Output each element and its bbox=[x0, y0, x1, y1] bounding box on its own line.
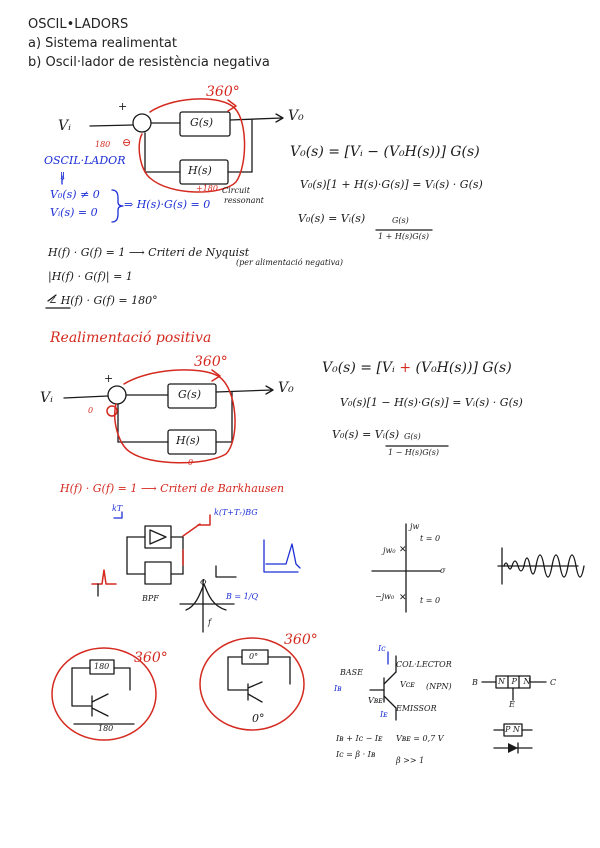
jw0-neg: −jw₀ bbox=[375, 592, 395, 601]
t0-bot: t = 0 bbox=[420, 596, 441, 605]
deg180-bottom: +180 bbox=[196, 184, 218, 193]
svg-text:✕: ✕ bbox=[399, 545, 407, 555]
e-terminal: E bbox=[509, 700, 515, 709]
kt-label: kT bbox=[112, 504, 123, 513]
h-label-1: H(s) bbox=[188, 164, 212, 177]
vi-input-1: Vᵢ bbox=[58, 118, 71, 134]
b-terminal: B bbox=[472, 678, 478, 687]
sigma-label: σ bbox=[440, 566, 446, 575]
item-a: a) Sistema realimentat bbox=[28, 36, 177, 51]
eq1-sec1: V₀(s) = [Vᵢ − (V₀H(s))] G(s) bbox=[290, 144, 480, 160]
eq1-sec2: V₀(s) = [Vᵢ + (V₀H(s))] G(s) bbox=[322, 360, 512, 376]
vo-output-2: V₀ bbox=[278, 380, 294, 396]
vo-output-1: V₀ bbox=[288, 108, 304, 124]
arrow-down: ⇓ bbox=[58, 170, 68, 183]
collector-label: COL·LECTOR bbox=[396, 660, 452, 669]
implies-hg: ⇒ H(s)·G(s) = 0 bbox=[124, 198, 211, 211]
red-loop-2 bbox=[114, 369, 236, 464]
ic-label: Iᴄ bbox=[378, 644, 386, 653]
plus-1: + bbox=[118, 100, 128, 113]
npn-block-text: N P N bbox=[498, 677, 533, 686]
ib-label: Iʙ bbox=[334, 684, 342, 693]
h-label-2: H(s) bbox=[176, 434, 200, 447]
jw-label: jw bbox=[410, 522, 420, 531]
nyquist-mag: |H(f) · G(f)| = 1 bbox=[48, 270, 133, 283]
eq2-sec2: V₀(s)[1 − H(s)·G(s)] = Vᵢ(s) · G(s) bbox=[340, 396, 523, 409]
cond-vi: Vᵢ(s) = 0 bbox=[50, 206, 98, 219]
phi-label: Φ bbox=[200, 578, 207, 587]
circ-b-box: 0° bbox=[249, 652, 259, 661]
g-label-2: G(s) bbox=[178, 388, 202, 401]
emissor-label: EMISSOR bbox=[396, 704, 437, 713]
svg-text:✕: ✕ bbox=[399, 593, 407, 603]
summer-2 bbox=[107, 385, 127, 405]
pn-block-text: P N bbox=[505, 725, 520, 734]
plus-2: + bbox=[104, 372, 114, 385]
vbe-label: Vʙᴇ bbox=[368, 696, 383, 705]
beta-eq: Iᴄ = β · Iʙ bbox=[336, 750, 376, 759]
nyquist-note: (per alimentació negativa) bbox=[236, 258, 344, 267]
summer-1 bbox=[132, 113, 152, 133]
nyquist-eq: H(f) · G(f) = 1 ⟶ Criteri de Nyquist bbox=[48, 246, 250, 259]
ie-label: Iᴇ bbox=[380, 710, 388, 719]
doc-title: OSCIL•LADORS bbox=[28, 17, 129, 32]
item-b: b) Oscil·lador de resistència negativa bbox=[28, 55, 270, 70]
c-terminal: C bbox=[550, 678, 557, 687]
eq3-num-sec2: G(s) bbox=[404, 432, 421, 441]
barkhausen-eq: H(f) · G(f) = 1 ⟶ Criteri de Barkhausen bbox=[60, 482, 285, 495]
f-label: f bbox=[208, 618, 211, 627]
circ-b-bottom: 0° bbox=[252, 712, 265, 725]
b-label: B = 1/Q bbox=[226, 592, 259, 601]
t0-top: t = 0 bbox=[420, 534, 441, 543]
filter-block bbox=[144, 561, 172, 585]
vi-input-2: Vᵢ bbox=[40, 390, 53, 406]
phase-360-b: 360° bbox=[284, 632, 318, 648]
circ-a-box: 180 bbox=[94, 662, 110, 671]
phase-360-a: 360° bbox=[134, 650, 168, 666]
jw0-pos: jw₀ bbox=[383, 546, 396, 555]
beta-gg: β >> 1 bbox=[396, 756, 425, 765]
minus-mark-1: ⊖ bbox=[122, 136, 132, 149]
red-loop-1 bbox=[138, 98, 246, 193]
zero-left: 0 bbox=[88, 406, 94, 415]
circ-a-bottom: 180 bbox=[98, 724, 114, 733]
npn-label: (NPN) bbox=[426, 682, 452, 691]
base-label: BASE bbox=[340, 668, 363, 677]
circuit-note-1: Circuit bbox=[222, 186, 250, 195]
vce-label: Vᴄᴇ bbox=[400, 680, 415, 689]
eq3-lhs-sec1: V₀(s) = Vᵢ(s) bbox=[298, 212, 366, 225]
g-label-1: G(s) bbox=[190, 116, 214, 129]
red-circle-a bbox=[51, 647, 157, 741]
eq3-den-sec2: 1 − H(s)G(s) bbox=[388, 448, 439, 457]
g-block-2 bbox=[167, 383, 217, 409]
g-block-1 bbox=[179, 111, 231, 137]
vbe-eq: Vʙᴇ = 0,7 V bbox=[396, 734, 444, 743]
bpf-label: BPF bbox=[142, 594, 159, 603]
eq3-lhs-sec2: V₀(s) = Vᵢ(s) bbox=[332, 428, 400, 441]
zero-bottom: 0 bbox=[188, 458, 194, 467]
eq3-num-sec1: G(s) bbox=[392, 216, 409, 225]
cond-vo: V₀(s) ≠ 0 bbox=[50, 188, 100, 201]
brace bbox=[111, 189, 124, 223]
ktg-label: k(T+Tᵣ)BG bbox=[214, 508, 258, 517]
phase-360-2: 360° bbox=[194, 354, 228, 370]
positive-feedback-title: Realimentació positiva bbox=[50, 330, 212, 346]
deg180-left: 180 bbox=[95, 140, 111, 149]
current-eq: Iʙ + Iᴄ − Iᴇ bbox=[336, 734, 383, 743]
oscillador-label: OSCIL·LADOR bbox=[44, 154, 126, 167]
amp-block bbox=[144, 525, 172, 549]
eq3-den-sec1: 1 + H(s)G(s) bbox=[378, 232, 429, 241]
eq2-sec1: V₀(s)[1 + H(s)·G(s)] = Vᵢ(s) · G(s) bbox=[300, 178, 483, 191]
phase-360-1: 360° bbox=[206, 84, 240, 100]
circuit-note-2: ressonant bbox=[224, 196, 264, 205]
red-circle-b bbox=[199, 637, 305, 731]
nyquist-phase: ∠ H(f) · G(f) = 180° bbox=[48, 294, 158, 307]
waveform bbox=[503, 554, 585, 578]
